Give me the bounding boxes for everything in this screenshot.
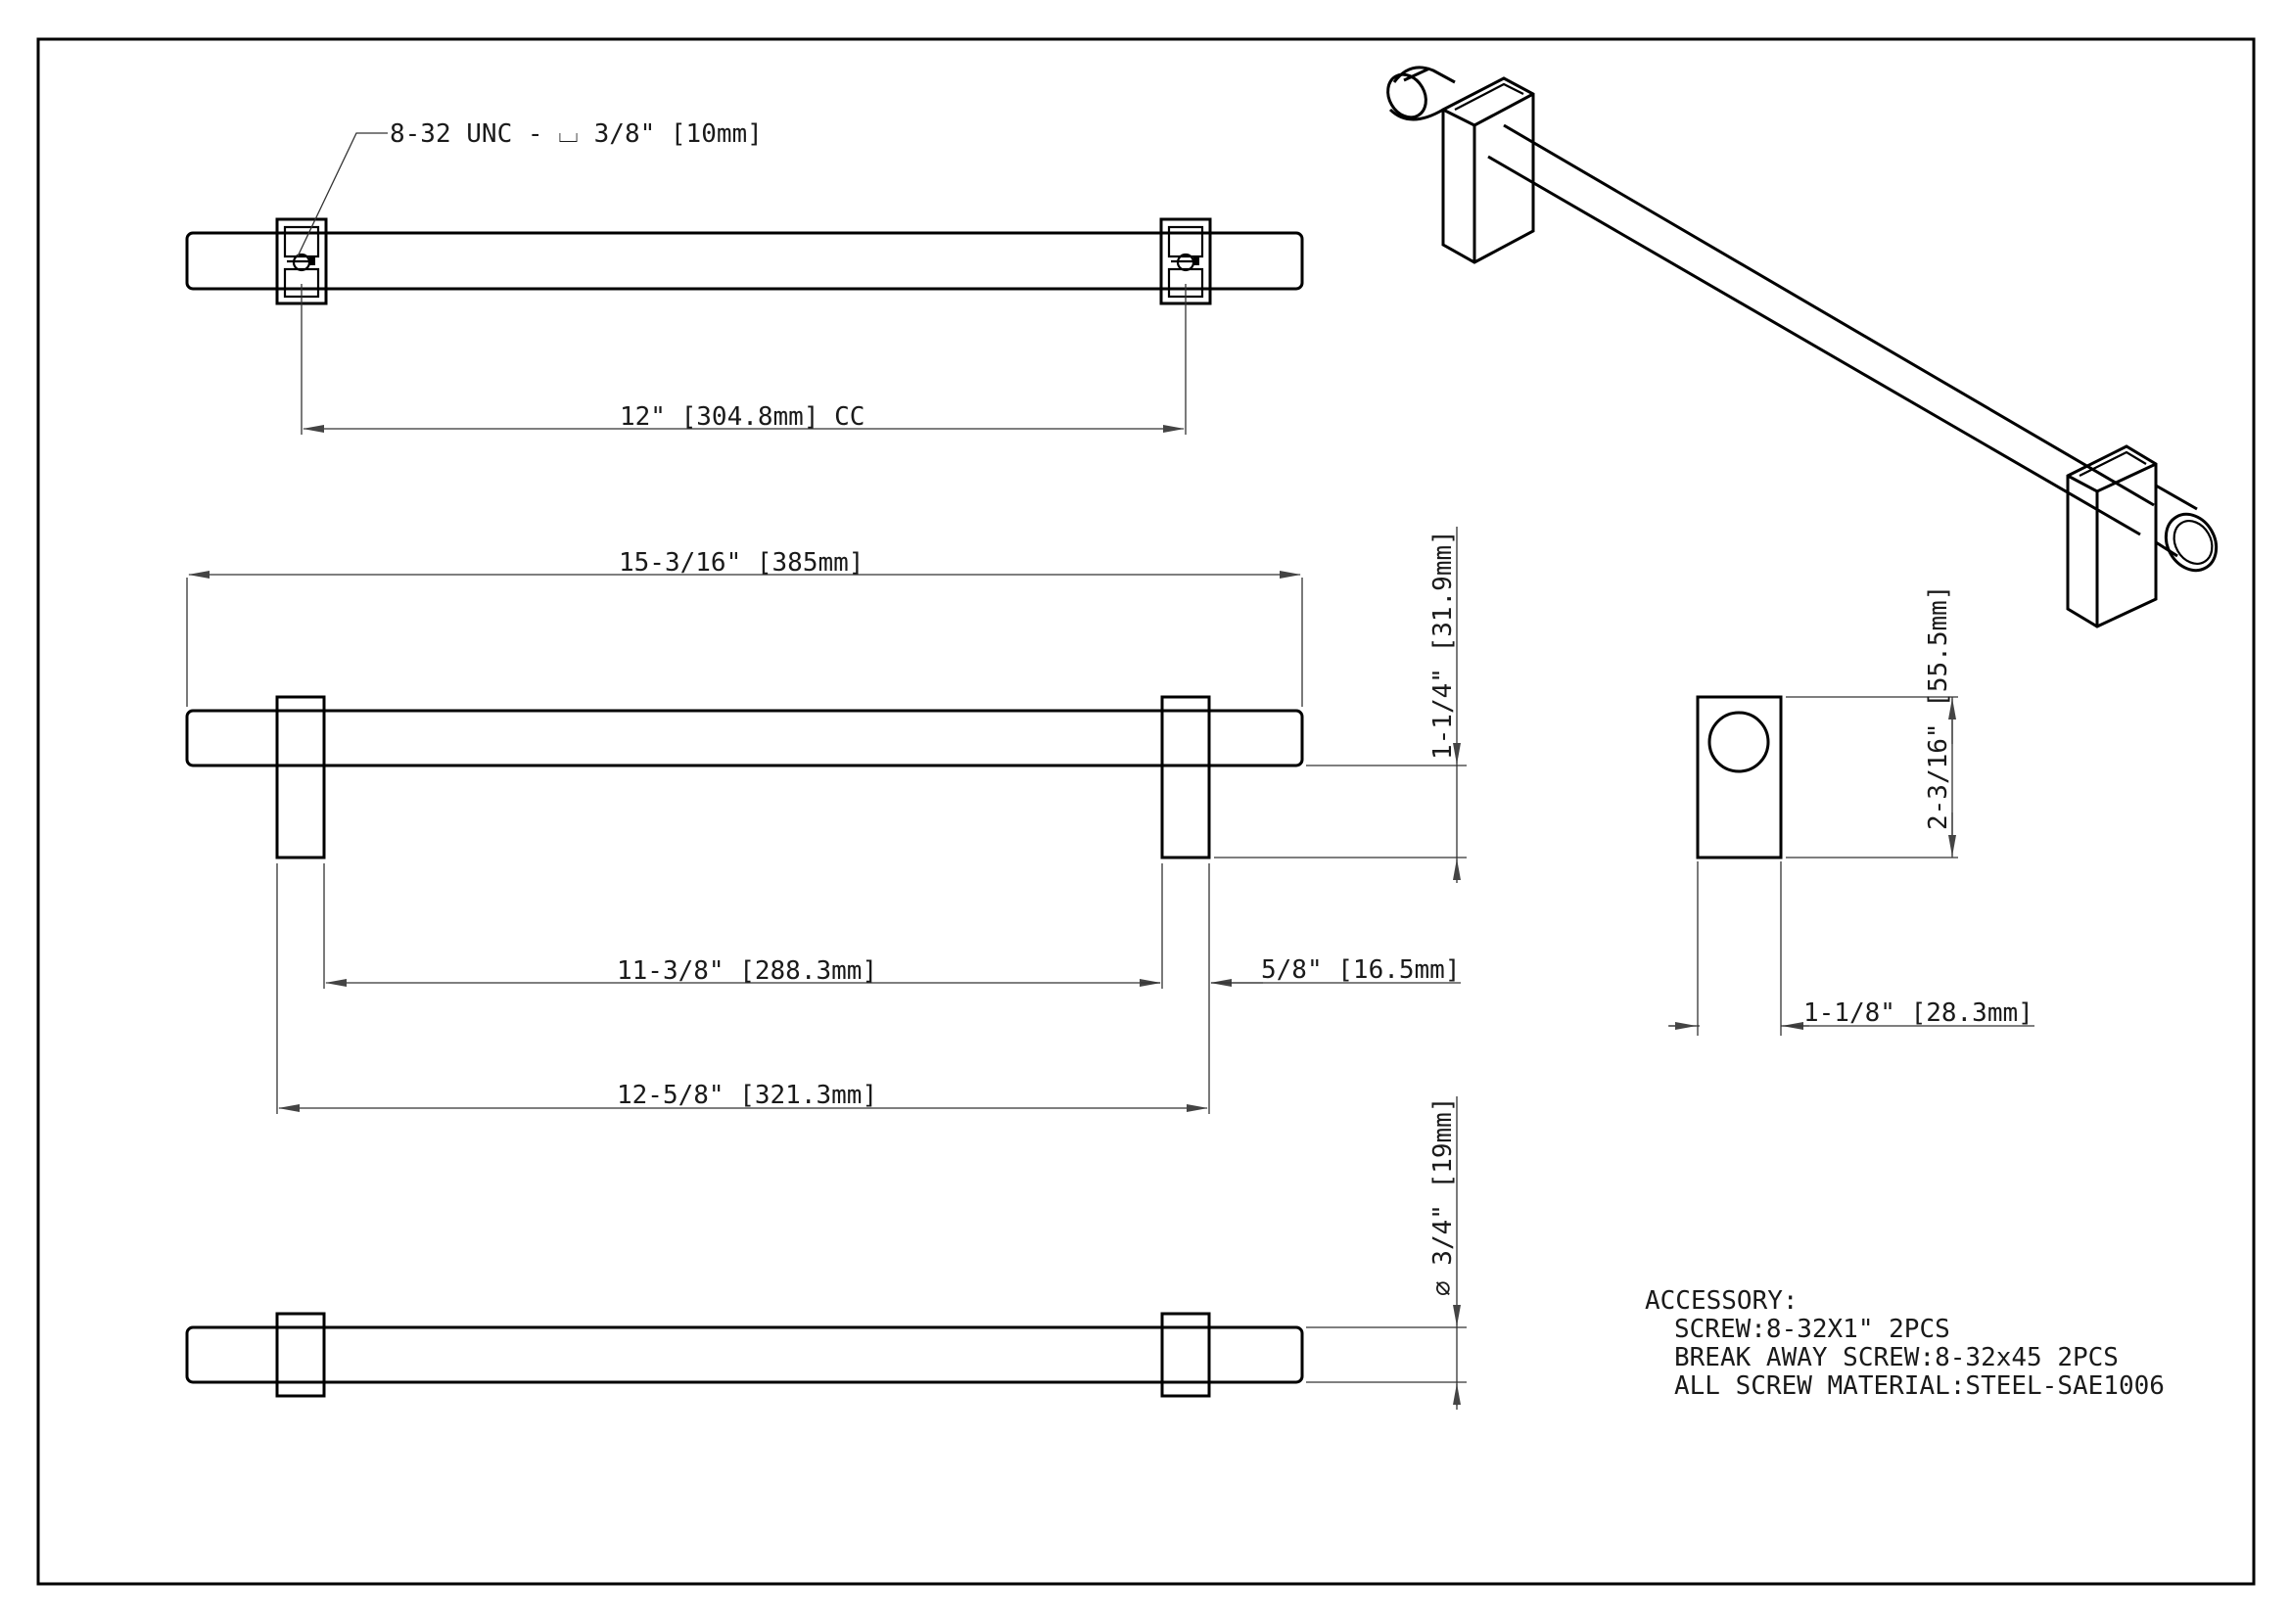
post-width-label: 5/8" [16.5mm] xyxy=(1261,955,1461,985)
accessory-line-2: BREAK AWAY SCREW:8-32x45 2PCS xyxy=(1674,1343,2119,1372)
front-view-bar xyxy=(185,709,1304,767)
thread-callout: 8-32 UNC - ⌴ 3/8" [10mm] xyxy=(390,119,763,149)
front-view-post-left xyxy=(275,695,326,859)
bottom-view-post-left xyxy=(275,1312,326,1398)
post-height-label: 2-3/16" [55.5mm] xyxy=(1924,585,1953,830)
bottom-view: ⌀ 3/4" [19mm] xyxy=(185,1096,1467,1410)
height-label: 1-1/4" [31.9mm] xyxy=(1428,530,1458,760)
side-view-post xyxy=(1696,695,1783,859)
bottom-view-post-right xyxy=(1160,1312,1211,1398)
isometric-view xyxy=(1386,66,2219,628)
side-view: 2-3/16" [55.5mm] 1-1/8" [28.3mm] xyxy=(1668,585,2034,1036)
top-view: 8-32 UNC - ⌴ 3/8" [10mm] 12" [304.8mm] C… xyxy=(185,119,1304,435)
diameter-label: ⌀ 3/4" [19mm] xyxy=(1428,1097,1458,1297)
thread-leader xyxy=(297,132,388,257)
accessory-title: ACCESSORY: xyxy=(1645,1286,1799,1316)
accessory-line-3: ALL SCREW MATERIAL:STEEL-SAE1006 xyxy=(1674,1371,2165,1401)
accessory-note: ACCESSORY: SCREW:8-32X1" 2PCS BREAK AWAY… xyxy=(1645,1286,2165,1401)
overall-length-label: 15-3/16" [385mm] xyxy=(619,548,864,578)
side-view-bar-end xyxy=(1707,711,1770,773)
iso-post-left xyxy=(1441,76,1535,264)
top-view-bar xyxy=(185,231,1304,291)
sheet-border xyxy=(36,37,2256,1586)
inner-span-label: 11-3/8" [288.3mm] xyxy=(617,956,877,986)
post-depth-label: 1-1/8" [28.3mm] xyxy=(1803,998,2033,1028)
bottom-view-bar xyxy=(185,1325,1304,1384)
front-view-post-right xyxy=(1160,695,1211,859)
iso-post-right xyxy=(2066,444,2158,628)
front-view: 15-3/16" [385mm] 1-1/4" [31.9mm] 11-3/8"… xyxy=(185,527,1467,1114)
cc-dimension-label: 12" [304.8mm] CC xyxy=(620,402,865,432)
outer-span-label: 12-5/8" [321.3mm] xyxy=(617,1081,877,1110)
iso-bar-end xyxy=(2164,512,2219,573)
accessory-line-1: SCREW:8-32X1" 2PCS xyxy=(1674,1315,1950,1344)
